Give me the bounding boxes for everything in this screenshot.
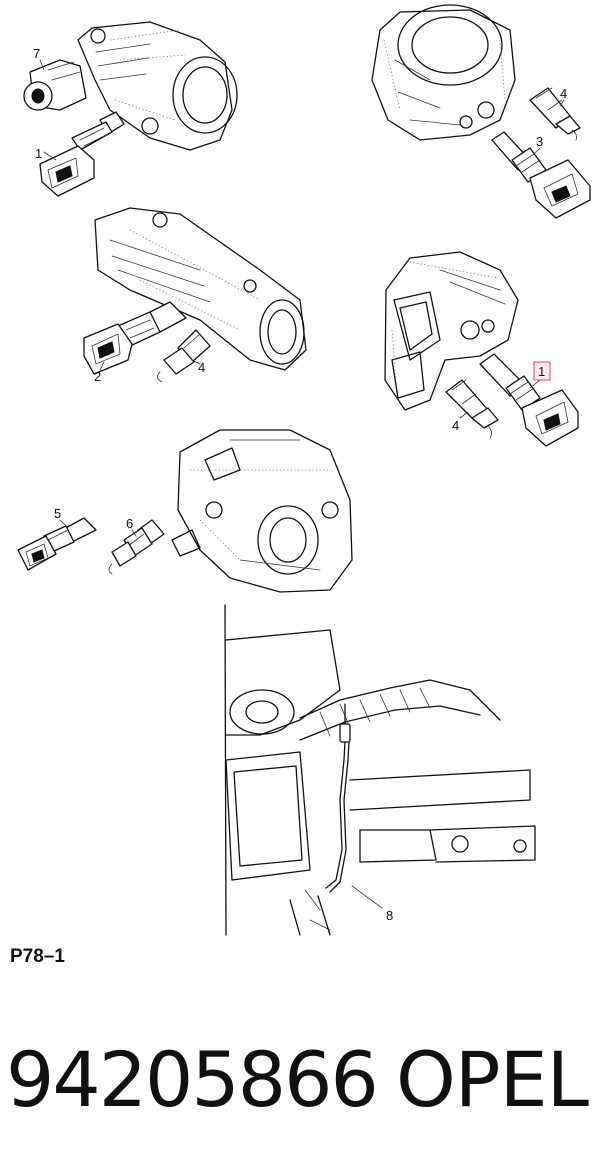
callout-7: 7 bbox=[33, 46, 40, 61]
sensor-4-lower bbox=[445, 379, 499, 439]
diagram-svg: 7 1 4 3 2 4 1 4 5 6 8 bbox=[17, 4, 591, 936]
manifold-middle-left bbox=[94, 207, 307, 371]
engine-block-lower bbox=[171, 429, 353, 593]
sensor-1-middle bbox=[479, 353, 579, 447]
highlight-box bbox=[533, 361, 551, 381]
callout-1-top: 1 bbox=[35, 146, 42, 161]
sensor-3 bbox=[491, 131, 591, 219]
callout-3: 3 bbox=[536, 134, 543, 149]
footer: 94205866 OPEL bbox=[0, 1030, 600, 1130]
figure-reference: P78–1 bbox=[10, 946, 65, 967]
callout-labels: 7 1 4 3 2 4 1 4 5 6 8 bbox=[33, 46, 567, 923]
sensor-6 bbox=[108, 519, 165, 575]
sensor-1-top bbox=[39, 111, 125, 197]
engine-bay-view bbox=[224, 604, 536, 936]
wiring-harness-8 bbox=[325, 703, 351, 893]
callout-4-lower: 4 bbox=[452, 418, 459, 433]
callout-8: 8 bbox=[386, 908, 393, 923]
sensor-4-middle bbox=[157, 329, 211, 383]
callout-6: 6 bbox=[126, 516, 133, 531]
housing-middle-right bbox=[384, 251, 519, 411]
sensor-2 bbox=[83, 301, 187, 375]
bracket-top-right bbox=[371, 4, 516, 141]
cap-7 bbox=[23, 59, 87, 111]
housing-top-left bbox=[77, 21, 238, 151]
brand-name: OPEL bbox=[395, 1035, 589, 1124]
callout-1-highlighted: 1 bbox=[538, 364, 545, 379]
callout-4-middle: 4 bbox=[198, 360, 205, 375]
callout-4-top: 4 bbox=[560, 86, 567, 101]
callout-2: 2 bbox=[94, 369, 101, 384]
sensor-4-top bbox=[529, 87, 581, 141]
part-number: 94205866 bbox=[6, 1035, 379, 1124]
callout-5: 5 bbox=[54, 506, 61, 521]
sensor-5 bbox=[17, 517, 97, 571]
leader-lines bbox=[39, 59, 565, 909]
